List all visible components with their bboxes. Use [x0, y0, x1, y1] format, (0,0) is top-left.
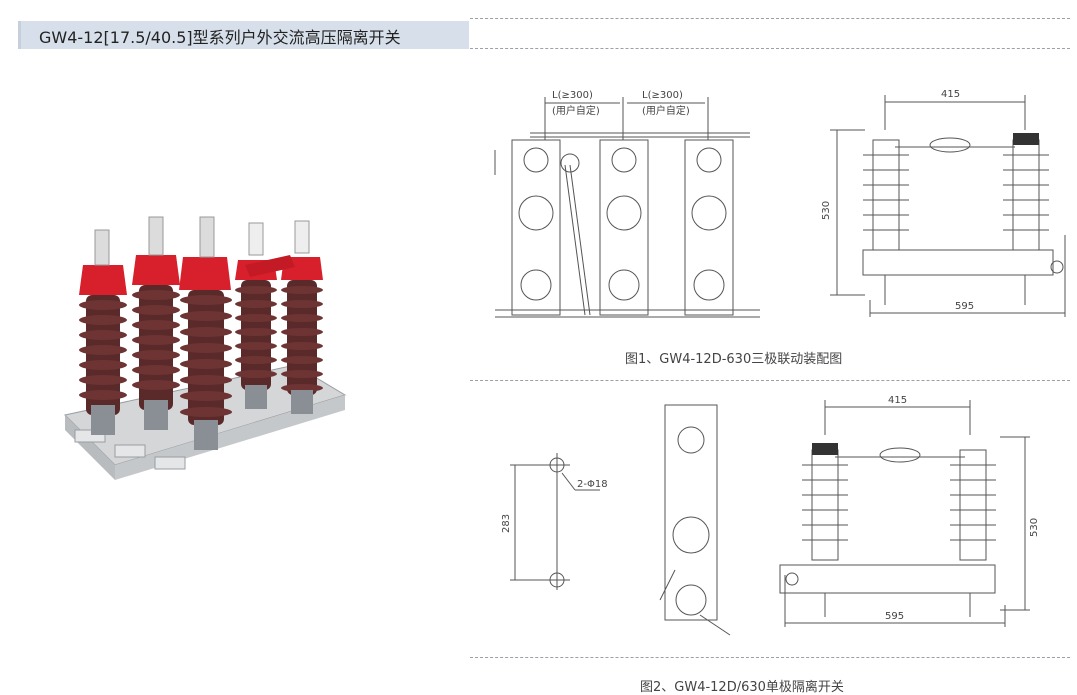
figure2-front-view	[659, 404, 731, 636]
figure-divider-lower	[470, 657, 1070, 658]
insulator-column	[235, 222, 277, 409]
figure2-hole-diagram: 2-Φ18 283	[501, 453, 608, 590]
figure1-front-view: L(≥300) (用户自定) L(≥300) (用户自定)	[494, 90, 760, 318]
fig1-dim-height: 530	[821, 201, 832, 220]
fig2-dim-hole: 2-Φ18	[577, 479, 608, 490]
insulator-column	[132, 216, 180, 430]
fig2-dim-bottom: 595	[885, 611, 904, 622]
figure1-side-view: 415 530 595	[821, 89, 1066, 317]
dim-l-left: L(≥300)	[552, 90, 593, 101]
insulator-column	[281, 220, 323, 414]
figure2-side-view: 415 530 595	[779, 395, 1040, 627]
dim-l-left-note: (用户自定)	[552, 104, 600, 117]
dim-l-right: L(≥300)	[642, 90, 683, 101]
fig2-dim-height: 530	[1029, 518, 1040, 537]
fig2-dim-hole-spacing: 283	[501, 514, 512, 533]
insulator-column	[179, 216, 232, 450]
figure-divider	[470, 380, 1070, 381]
figure1-caption: 图1、GW4-12D-630三极联动装配图	[625, 352, 843, 367]
page-title: GW4-12[17.5/40.5]型系列户外交流高压隔离开关	[39, 28, 401, 47]
figure2-caption: 图2、GW4-12D/630单极隔离开关	[640, 680, 844, 695]
fig1-dim-bottom: 595	[955, 301, 974, 312]
dim-l-right-note: (用户自定)	[642, 104, 690, 117]
insulator-column	[79, 229, 127, 435]
fig2-dim-top: 415	[888, 395, 907, 406]
fig1-dim-top: 415	[941, 89, 960, 100]
product-photo	[63, 216, 347, 480]
header-divider	[470, 18, 1070, 19]
title-bar: GW4-12[17.5/40.5]型系列户外交流高压隔离开关	[18, 21, 469, 49]
header-divider-lower	[470, 48, 1070, 49]
